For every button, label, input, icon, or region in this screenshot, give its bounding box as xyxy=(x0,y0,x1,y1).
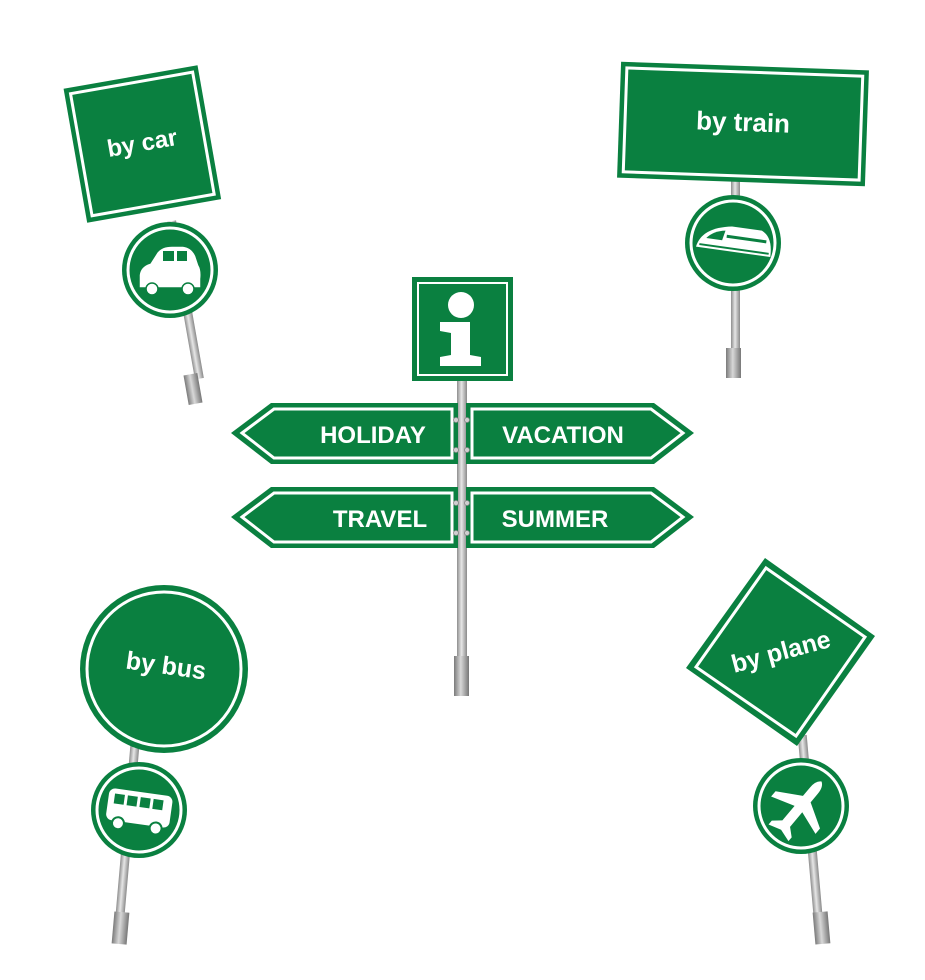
train-sign: by train xyxy=(617,61,869,378)
signpost-pole xyxy=(454,378,469,696)
train-icon xyxy=(695,226,771,258)
arrow-sign-summer: SUMMER xyxy=(466,487,694,548)
signpost-brackets xyxy=(453,417,470,536)
arrow-sign-travel: TRAVEL xyxy=(231,487,458,548)
info-icon xyxy=(440,292,481,366)
info-sign xyxy=(412,277,513,381)
car-sign-board: by car xyxy=(63,65,222,223)
arrow-sign-holiday: HOLIDAY xyxy=(231,403,458,464)
arrow-label-vacation: VACATION xyxy=(502,422,624,449)
center-signpost: HOLIDAY VACATION TRAVEL SUMMER xyxy=(231,277,694,696)
bus-icon xyxy=(106,788,173,836)
train-sign-board: by train xyxy=(617,61,869,187)
arrow-sign-vacation: VACATION xyxy=(466,403,694,464)
car-sign: by car xyxy=(63,65,222,405)
arrow-label-travel: TRAVEL xyxy=(333,506,427,533)
plane-sign-board: by plane xyxy=(686,558,875,746)
car-icon-disc xyxy=(122,222,218,318)
plane-icon-disc xyxy=(753,758,849,854)
plane-sign: by plane xyxy=(686,558,875,945)
train-icon-disc xyxy=(685,195,781,291)
bus-icon-disc xyxy=(91,762,187,858)
car-icon xyxy=(138,245,202,296)
arrow-label-summer: SUMMER xyxy=(502,506,609,533)
bus-sign-board: by bus xyxy=(80,585,248,753)
bus-sign: by bus xyxy=(80,585,248,945)
plane-icon xyxy=(768,781,823,842)
arrow-label-holiday: HOLIDAY xyxy=(320,422,426,449)
train-sign-label: by train xyxy=(696,105,791,138)
